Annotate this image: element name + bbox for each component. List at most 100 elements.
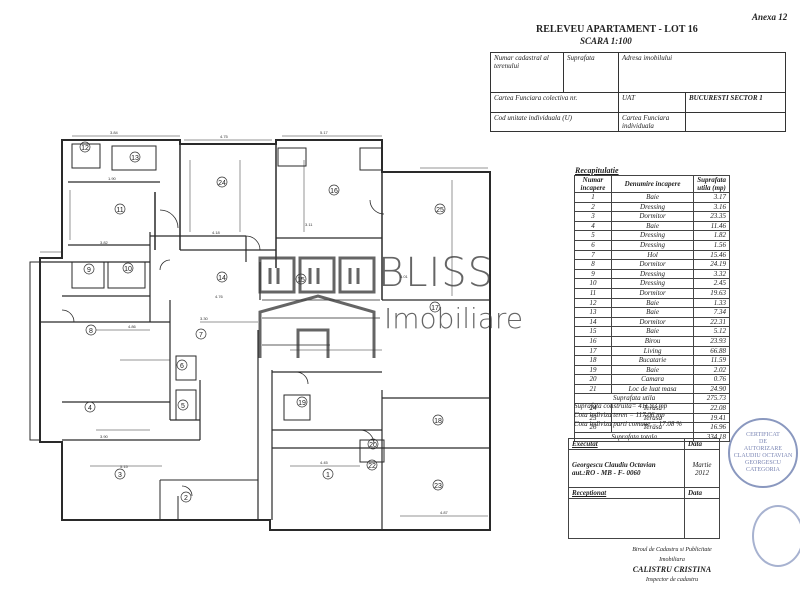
room-label: 12 (81, 145, 89, 152)
room-label: 19 (298, 400, 306, 407)
room-label: 23 (434, 483, 442, 490)
page-title: RELEVEU APARTAMENT - LOT 16 (536, 24, 698, 35)
address-label: Adresa imobilului (618, 52, 786, 93)
room-area: 3.32 (693, 268, 730, 280)
watermark: BLISS Imobiliare (250, 250, 523, 360)
svg-text:3.84: 3.84 (110, 130, 119, 135)
room-label-circle (195, 328, 207, 340)
room-name: Baie (610, 326, 695, 337)
annex-label: Anexa 12 (752, 12, 788, 22)
area-label: Suprafata (563, 52, 619, 93)
room-label: 7 (199, 332, 203, 339)
room-nr: 1 (574, 192, 612, 203)
room-nr: 18 (574, 355, 612, 366)
room-label-circle (180, 491, 192, 503)
room-area: 23.93 (693, 335, 730, 347)
executed-label: Executat (568, 438, 685, 450)
stamp-line-3: AUTORIZARE (743, 446, 783, 452)
room-label-circle (432, 414, 444, 426)
room-area: 11.59 (693, 355, 730, 366)
room-label-circle (79, 141, 91, 153)
room-label-circle (85, 324, 97, 336)
room-label: 9 (87, 267, 91, 274)
room-nr: 10 (574, 278, 612, 289)
room-label-circle (114, 203, 126, 215)
svg-text:5.15: 5.15 (120, 464, 129, 469)
inspector-name: CALISTRU CRISTINA (632, 565, 712, 574)
cadastral-label: Numar cadastral al terenului (490, 52, 564, 93)
room-area: 0.76 (693, 374, 730, 385)
room-name: Dressing (610, 268, 695, 280)
room-name: Baie (610, 192, 695, 203)
svg-text:4.87: 4.87 (440, 510, 449, 515)
svg-text:8.01: 8.01 (400, 274, 409, 279)
room-label: 18 (434, 418, 442, 425)
room-label-circle (434, 203, 446, 215)
svg-text:3.82: 3.82 (100, 240, 109, 245)
room-nr: 11 (574, 287, 612, 299)
common-share-note: Cota indiviza parti comune = 17.08 % (574, 420, 682, 428)
date-label: Data (684, 438, 720, 450)
room-area: 1.82 (693, 230, 730, 241)
svg-text:3.30: 3.30 (200, 316, 209, 321)
floor-plan: 3.844.755.17 1.903.824.18 4.764.863.11 8… (29, 130, 491, 531)
svg-text:3.90: 3.90 (100, 434, 109, 439)
room-area: 5.12 (693, 326, 730, 337)
room-label: 14 (218, 275, 226, 282)
room-nr: 7 (574, 249, 612, 261)
terrace-area: 22.08 (693, 403, 730, 414)
room-nr: 9 (574, 268, 612, 280)
room-nr: 2 (574, 201, 612, 213)
cf-individual-label: Cartea Funciara individuala (618, 112, 686, 132)
room-label-circle (366, 459, 378, 471)
room-label: 22 (368, 463, 376, 470)
inspector-role: Inspector de cadastru (645, 577, 699, 583)
terrace-area: 16.96 (693, 422, 730, 433)
cadastre-office-name: Biroul de Cadastru si Publicitate Imobil… (632, 547, 712, 563)
stamp-line-6: CATEGORIA (746, 467, 780, 473)
room-name: Dormitor (610, 211, 695, 222)
svg-text:1.90: 1.90 (108, 176, 117, 181)
room-label: 17 (431, 305, 439, 312)
room-label: 5 (181, 403, 185, 410)
room-name: Baie (610, 297, 695, 309)
room-nr: 5 (574, 230, 612, 241)
authorization-stamp: CERTIFICAT DE AUTORIZARE CLAUDIU OCTAVIA… (728, 418, 798, 488)
room-label-circle (328, 184, 340, 196)
svg-text:4.45: 4.45 (320, 460, 329, 465)
room-area: 1.33 (693, 297, 730, 309)
room-label-circle (177, 399, 189, 411)
room-nr: 16 (574, 335, 612, 347)
room-name: Baie (610, 364, 695, 376)
room-area: 2.02 (693, 364, 730, 376)
room-area: 3.16 (693, 201, 730, 213)
room-label-circle (296, 396, 308, 408)
room-label: 3 (118, 472, 122, 479)
room-label: 8 (89, 328, 93, 335)
recap-title: Recapitulatie (575, 166, 619, 175)
room-label: 1 (326, 472, 330, 479)
room-name: Loc de luat masa (610, 383, 695, 395)
room-nr: 20 (574, 374, 612, 385)
cadastre-office: Biroul de Cadastru si Publicitate Imobil… (622, 545, 722, 585)
col-nr: Numar incapere (574, 175, 612, 193)
svg-text:5.17: 5.17 (320, 130, 329, 135)
built-area-note: Suprafata construita= 411.93 mp (574, 402, 668, 410)
room-area: 66.88 (693, 345, 730, 357)
watermark-brand: BLISS (378, 250, 495, 296)
room-name: Birou (610, 335, 695, 347)
stamp-line-2: DE (759, 439, 767, 445)
room-name: Baie (610, 220, 695, 232)
